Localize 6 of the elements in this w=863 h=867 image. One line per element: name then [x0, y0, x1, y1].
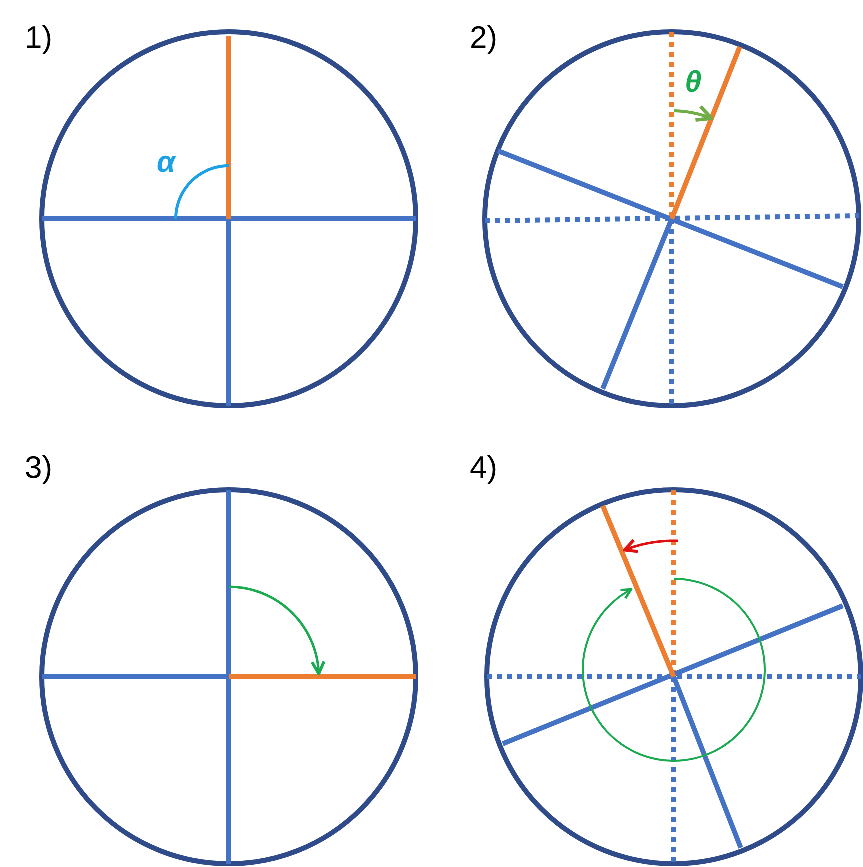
- panel-number: 2): [470, 22, 498, 53]
- angle-label: α: [157, 148, 176, 178]
- panel-number: 4): [470, 452, 498, 483]
- panel-number: 3): [25, 452, 53, 483]
- panel-number: 1): [25, 22, 53, 53]
- angle-label: θ: [685, 68, 702, 98]
